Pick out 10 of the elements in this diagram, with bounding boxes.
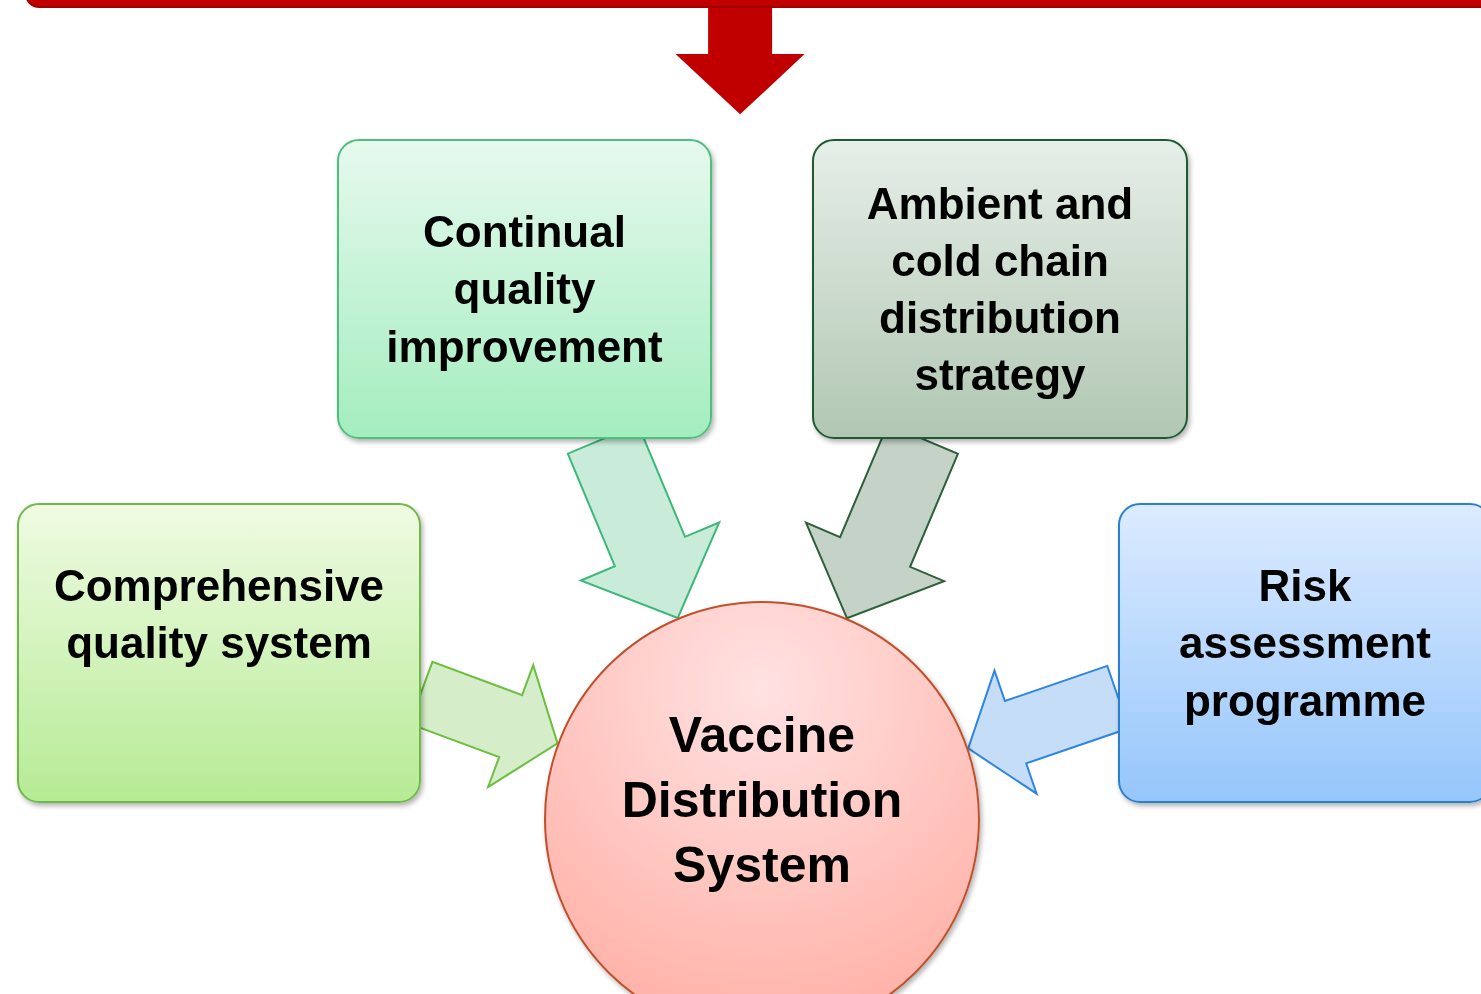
node-label: Comprehensive quality system (52, 560, 386, 670)
node-label: Vaccine Distribution System (620, 706, 904, 895)
process-box (1118, 503, 1481, 803)
node-label: Risk assessment programme (1178, 560, 1432, 727)
node-label: Ambient and cold chain distribution strategy (865, 177, 1135, 402)
block-arrow (675, 7, 805, 115)
process-box (337, 139, 712, 439)
process-box (17, 503, 421, 803)
process-box (812, 139, 1188, 439)
node-label: Continual quality improvement (385, 206, 664, 373)
